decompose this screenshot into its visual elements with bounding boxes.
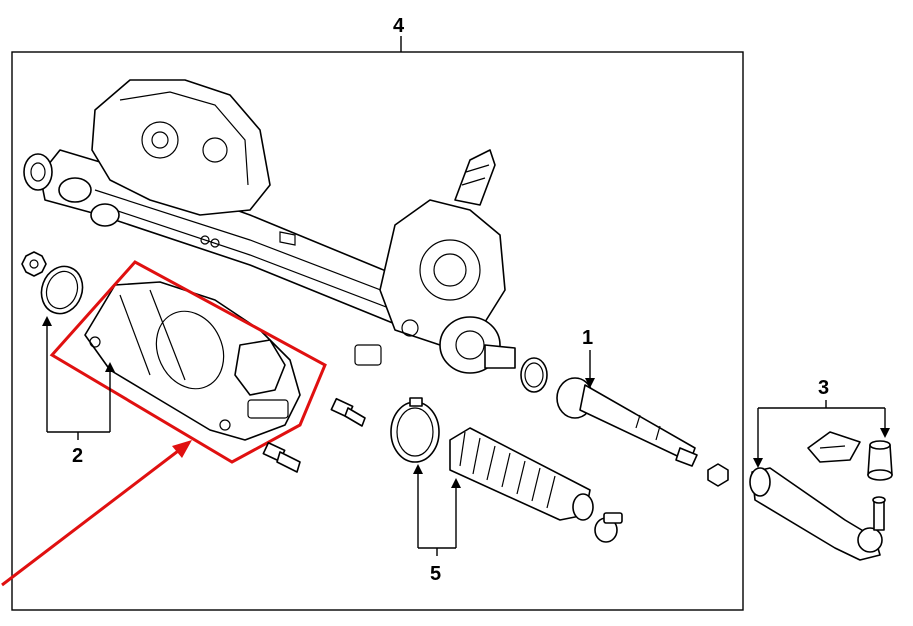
highlight-arrow-head xyxy=(172,440,192,458)
motor-bolt-upper[interactable] xyxy=(330,397,366,427)
motor-highlight-outline xyxy=(49,260,327,464)
highlight-arrow-shaft xyxy=(1,446,183,587)
boot-label-tag[interactable] xyxy=(807,431,861,463)
callout-5[interactable]: 5 xyxy=(430,563,441,585)
steering-boot[interactable] xyxy=(449,427,594,521)
rack-housing[interactable] xyxy=(23,79,516,374)
callout-2[interactable]: 2 xyxy=(72,445,83,467)
motor-bolt-lower[interactable] xyxy=(262,441,301,473)
callout-3-leaders xyxy=(753,400,890,468)
tie-rod-end[interactable] xyxy=(749,467,886,561)
callout-4[interactable]: 4 xyxy=(393,15,405,37)
tie-rod-jam-nut[interactable] xyxy=(707,463,729,487)
inner-tie-rod[interactable] xyxy=(556,377,698,467)
callout-5-leaders xyxy=(413,464,461,556)
assembly-frame xyxy=(11,51,744,611)
callout-3[interactable]: 3 xyxy=(818,377,829,399)
spur-gear-nut[interactable] xyxy=(21,251,47,277)
callout-2-leaders xyxy=(42,316,115,440)
dust-boot-seal[interactable] xyxy=(867,440,893,481)
motor-assembly[interactable] xyxy=(84,281,301,441)
boot-clamp-ring[interactable] xyxy=(390,397,440,463)
callout-1[interactable]: 1 xyxy=(582,327,593,349)
boot-small-clamp[interactable] xyxy=(594,512,623,543)
